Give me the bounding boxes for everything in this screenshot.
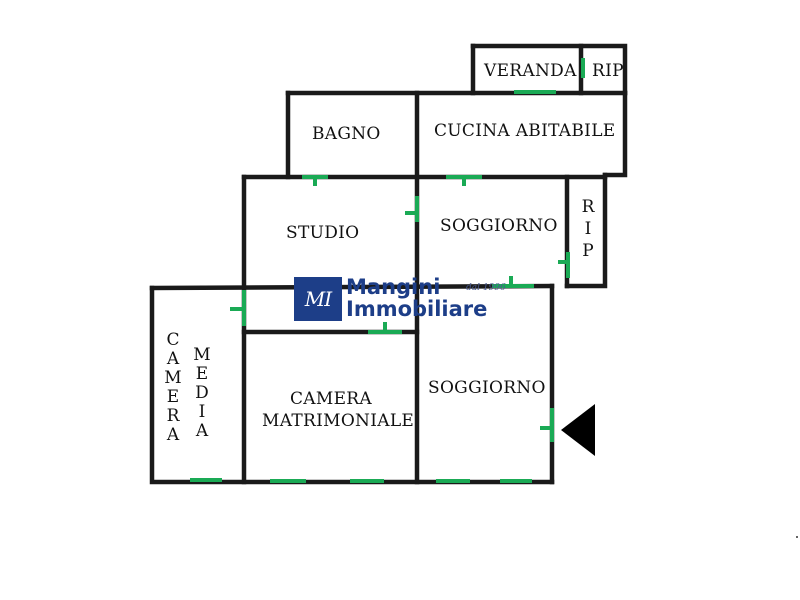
door-matrimoniale bbox=[368, 322, 402, 334]
brand-name: Mangini Immobiliare bbox=[346, 276, 487, 320]
label-veranda: VERANDA bbox=[483, 61, 577, 81]
door-bagno bbox=[302, 175, 328, 186]
stray-mark bbox=[796, 536, 798, 538]
logo-monogram: MI bbox=[304, 287, 332, 311]
door-cucina bbox=[446, 175, 482, 186]
wall-cucina-right bbox=[602, 90, 628, 178]
brand-name-line2: Immobiliare bbox=[346, 297, 488, 321]
label-cucina: CUCINA ABITABILE bbox=[434, 121, 616, 141]
entrance-arrow-icon bbox=[561, 404, 595, 456]
label-bagno: BAGNO bbox=[312, 124, 381, 144]
door-entrance bbox=[540, 408, 554, 442]
label-camera-matrimoniale-1: CAMERA bbox=[290, 389, 372, 409]
wall-rip-right bbox=[564, 172, 608, 289]
door-studio bbox=[405, 196, 419, 222]
label-soggiorno-lower: SOGGIORNO bbox=[428, 378, 546, 398]
door-soggiorno-upper bbox=[492, 276, 534, 288]
label-camera-matrimoniale-2: MATRIMONIALE bbox=[262, 411, 414, 431]
doors bbox=[190, 58, 585, 483]
door-rip-side bbox=[558, 252, 570, 278]
brand-name-line1: Mangini bbox=[346, 275, 441, 299]
label-studio: STUDIO bbox=[286, 223, 359, 243]
wall-veranda-top bbox=[470, 43, 628, 96]
door-camera-media bbox=[230, 290, 246, 326]
brand-since: dal 1996 bbox=[466, 283, 506, 293]
wall-row3-top bbox=[149, 283, 555, 291]
label-rip-top: RIP bbox=[592, 61, 624, 81]
label-soggiorno-upper: SOGGIORNO bbox=[440, 216, 558, 236]
logo-monogram-icon: MI bbox=[294, 277, 342, 321]
walls bbox=[149, 43, 628, 485]
